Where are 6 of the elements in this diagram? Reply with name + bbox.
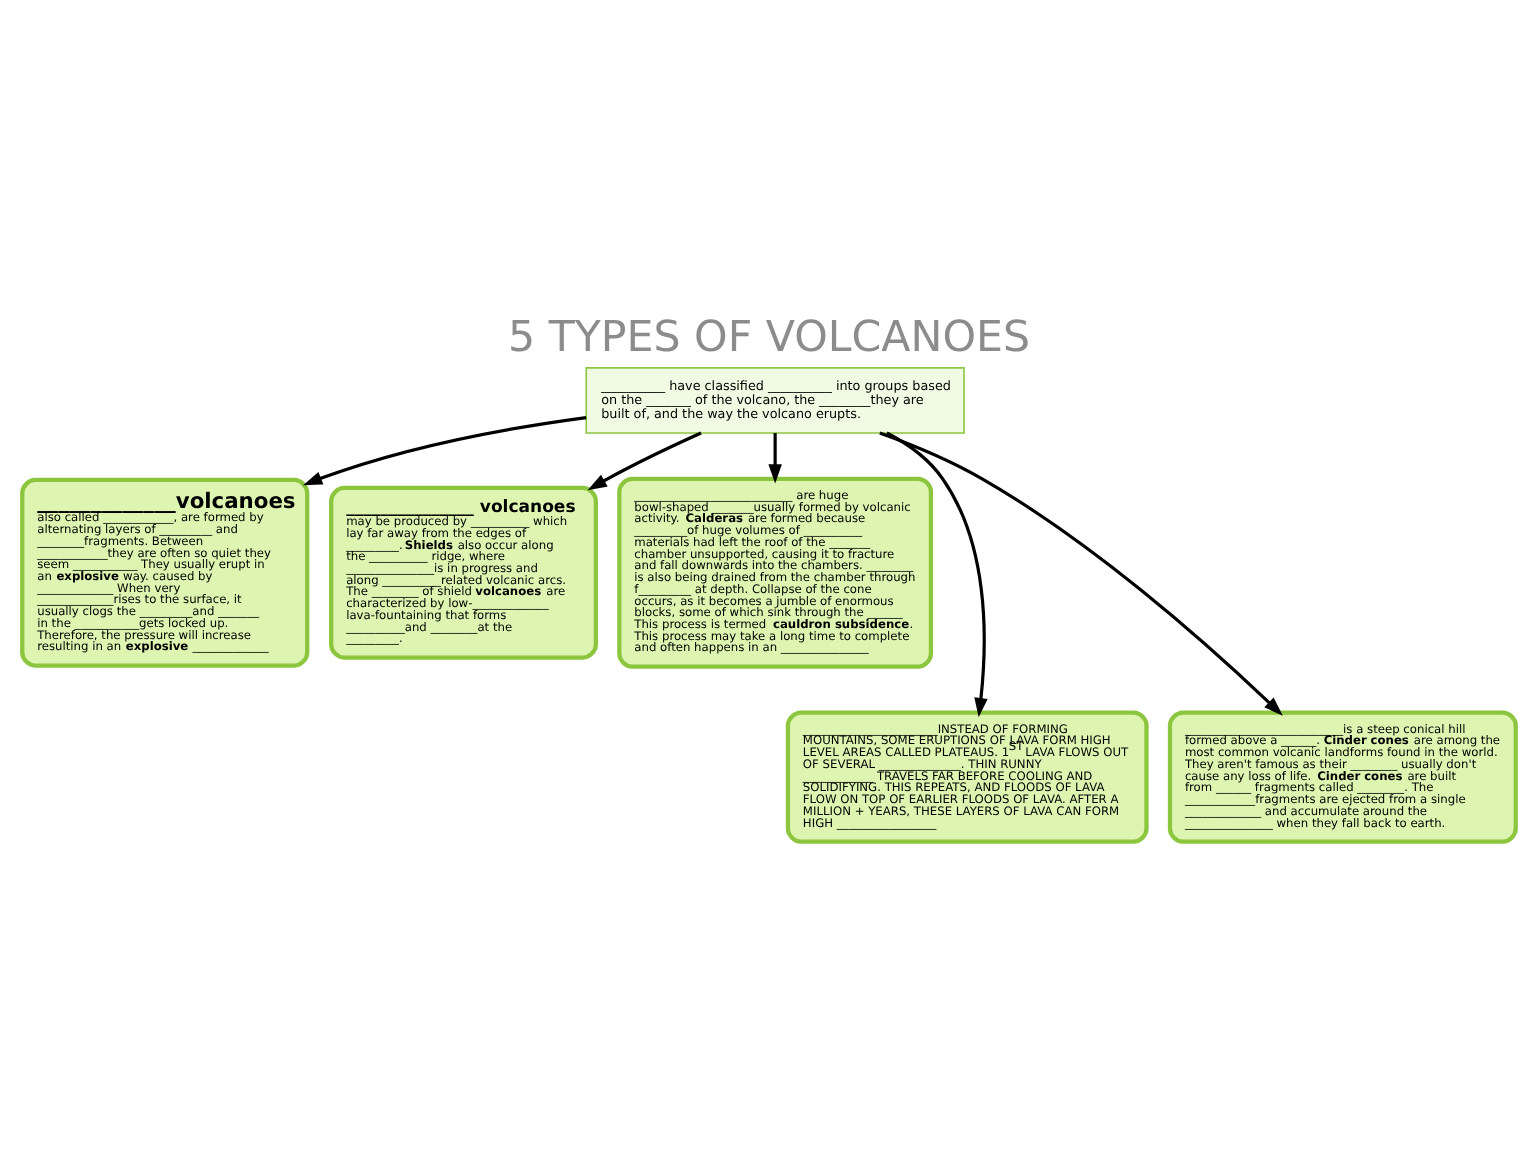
arrow <box>586 430 701 490</box>
arrow <box>878 430 1282 715</box>
arrow <box>767 432 781 483</box>
arrow <box>302 415 586 485</box>
arrow <box>885 430 987 717</box>
diagram-title: 5 TYPES OF VOLCANOES <box>506 311 1030 362</box>
